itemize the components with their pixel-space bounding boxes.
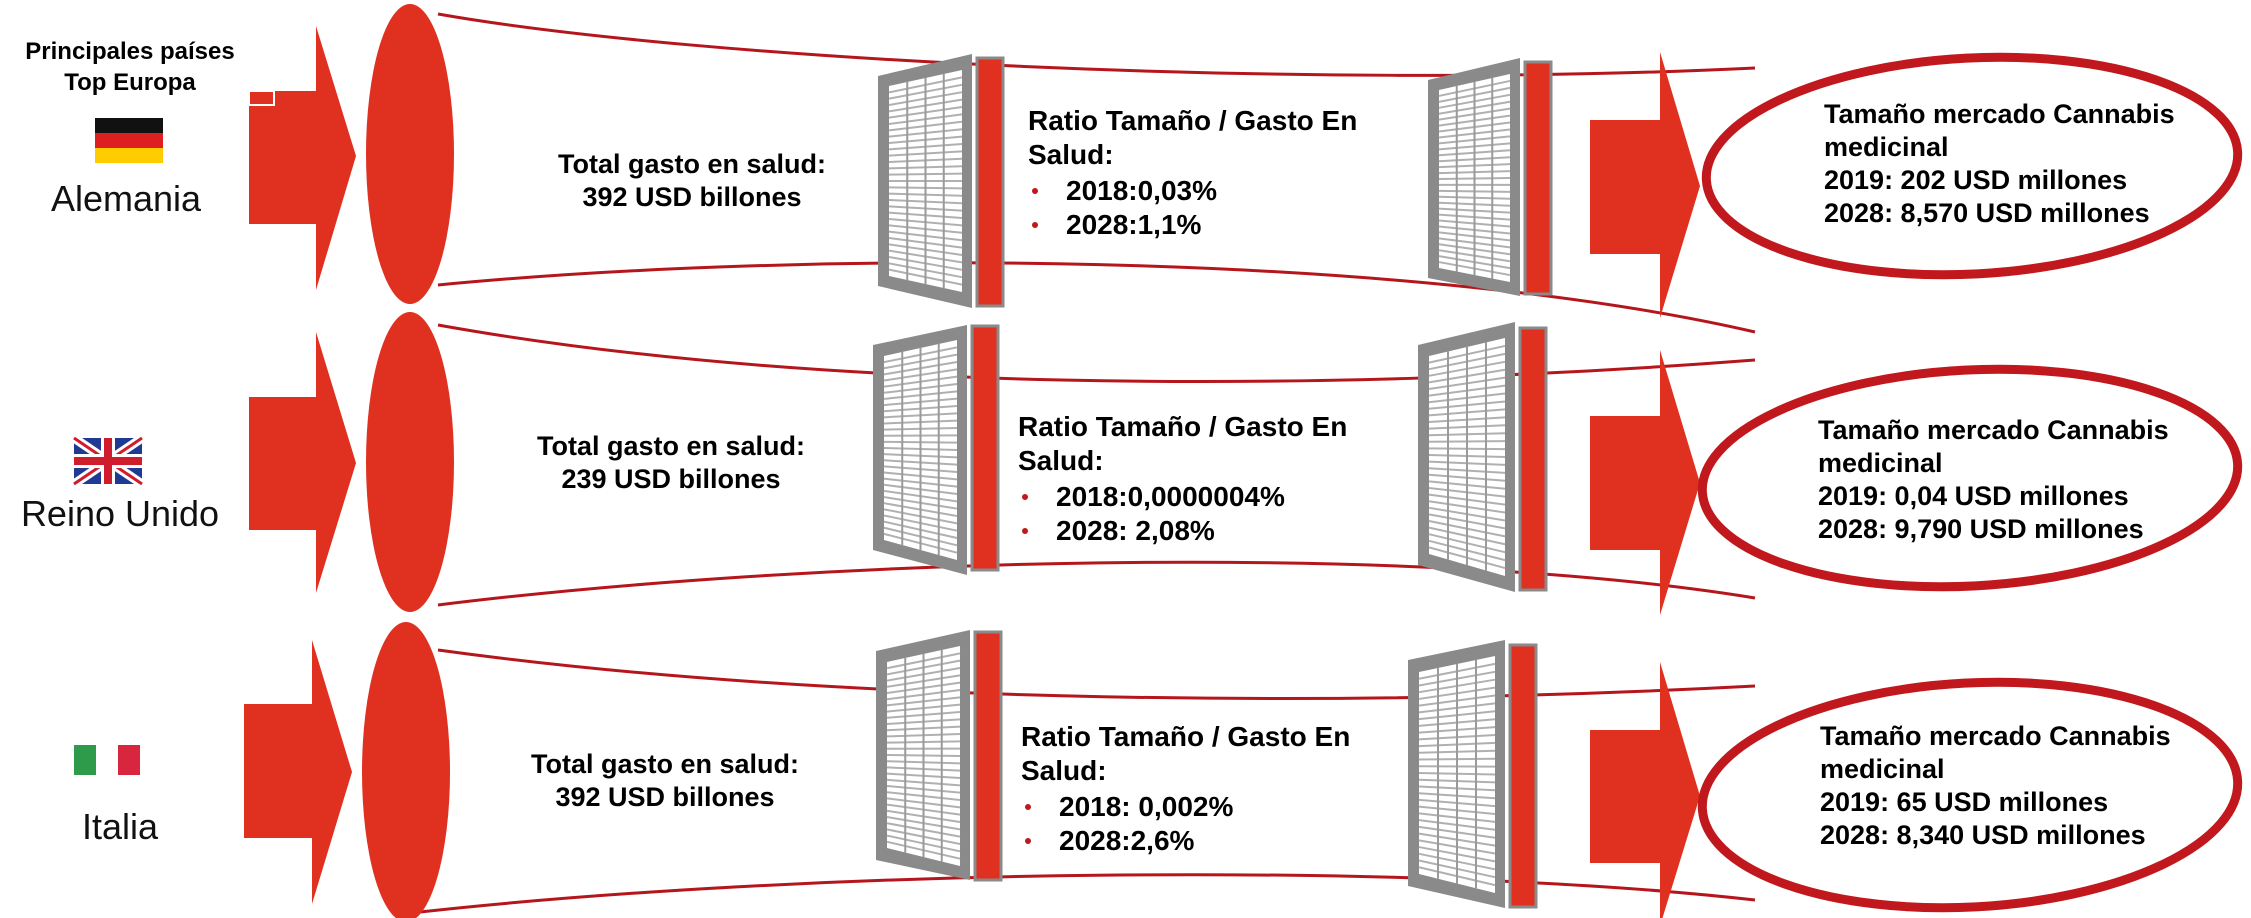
output-arrow <box>1590 662 1700 918</box>
health-spend: Total gasto en salud: 392 USD billones <box>505 748 825 814</box>
result-bubble <box>1701 52 2243 280</box>
funnel-mouth <box>366 4 454 304</box>
header-label: Principales países Top Europa <box>0 36 260 98</box>
market-size: Tamaño mercado Cannabis medicinal 2019: … <box>1824 98 2244 230</box>
market-title: Tamaño mercado Cannabis medicinal <box>1820 721 2171 784</box>
ratio-item: 2028:2,6% <box>1021 824 1381 858</box>
health-spend-label: Total gasto en salud: <box>530 749 800 779</box>
flow-curve-top <box>437 648 1756 700</box>
market-2019: 2019: 202 USD millones <box>1824 165 2128 195</box>
rack-slats <box>883 344 958 555</box>
country-label: Italia <box>81 806 159 847</box>
ratio-title: Ratio Tamaño / Gasto En Salud: <box>1028 105 1358 170</box>
rack-slats <box>886 650 961 862</box>
ratio-title: Ratio Tamaño / Gasto En Salud: <box>1021 721 1351 786</box>
flow-curve-top <box>437 323 1756 384</box>
country-label: Alemania <box>50 178 202 219</box>
market-size: Tamaño mercado Cannabis medicinal 2019: … <box>1820 720 2240 852</box>
rack-slats <box>1418 660 1496 889</box>
input-arrow <box>249 26 356 290</box>
result-bubble <box>1697 677 2243 913</box>
ratio-item: 2018: 0,002% <box>1021 790 1381 824</box>
ratio-block: Ratio Tamaño / Gasto En Salud: 2018:0,03… <box>1028 104 1388 242</box>
header-line-1: Principales países <box>25 38 235 65</box>
market-title: Tamaño mercado Cannabis medicinal <box>1824 99 2175 162</box>
market-2028: 2028: 8,340 USD millones <box>1820 820 2146 850</box>
market-2019: 2019: 0,04 USD millones <box>1818 481 2129 511</box>
row-reino-unido-graphics <box>249 312 2243 615</box>
output-arrow <box>1590 52 1700 318</box>
ratio-item: 2018:0,0000004% <box>1018 480 1378 514</box>
rack-slats <box>1428 342 1506 571</box>
rack-slats <box>888 74 963 288</box>
ratio-item: 2028: 2,08% <box>1018 514 1378 548</box>
italy-flag <box>74 745 140 775</box>
market-size: Tamaño mercado Cannabis medicinal 2019: … <box>1818 414 2238 546</box>
ratio-block: Ratio Tamaño / Gasto En Salud: 2018:0,00… <box>1018 410 1378 548</box>
flow-curve-bottom <box>419 873 1756 914</box>
country-label: Reino Unido <box>20 493 220 534</box>
result-bubble <box>1697 364 2243 592</box>
uk-flag <box>71 434 145 488</box>
market-2028: 2028: 9,790 USD millones <box>1818 514 2144 544</box>
health-spend-value: 239 USD billones <box>561 464 781 494</box>
health-spend-value: 392 USD billones <box>555 782 775 812</box>
input-arrow <box>244 640 352 904</box>
funnel-mouth <box>362 622 450 918</box>
ratio-item: 2028:1,1% <box>1028 208 1388 242</box>
ratio-title: Ratio Tamaño / Gasto En Salud: <box>1018 411 1348 476</box>
health-spend: Total gasto en salud: 239 USD billones <box>511 430 831 496</box>
health-spend-value: 392 USD billones <box>582 182 802 212</box>
ratio-item: 2018:0,03% <box>1028 174 1388 208</box>
germany-flag <box>95 118 163 163</box>
flow-curve-top <box>437 12 1756 77</box>
input-arrow <box>249 332 356 593</box>
market-2028: 2028: 8,570 USD millones <box>1824 198 2150 228</box>
health-spend: Total gasto en salud: 392 USD billones <box>532 148 852 214</box>
health-spend-label: Total gasto en salud: <box>536 431 806 461</box>
ratio-block: Ratio Tamaño / Gasto En Salud: 2018: 0,0… <box>1021 720 1381 858</box>
market-title: Tamaño mercado Cannabis medicinal <box>1818 415 2169 478</box>
flow-curve-bottom <box>437 560 1756 607</box>
flow-curve-bottom <box>437 261 1756 334</box>
output-arrow <box>1590 350 1700 615</box>
rack-slats <box>1438 78 1511 279</box>
arrow-notch <box>248 90 275 106</box>
market-2019: 2019: 65 USD millones <box>1820 787 2109 817</box>
funnel-mouth <box>366 312 454 612</box>
header-line-2: Top Europa <box>64 69 196 96</box>
health-spend-label: Total gasto en salud: <box>557 149 827 179</box>
